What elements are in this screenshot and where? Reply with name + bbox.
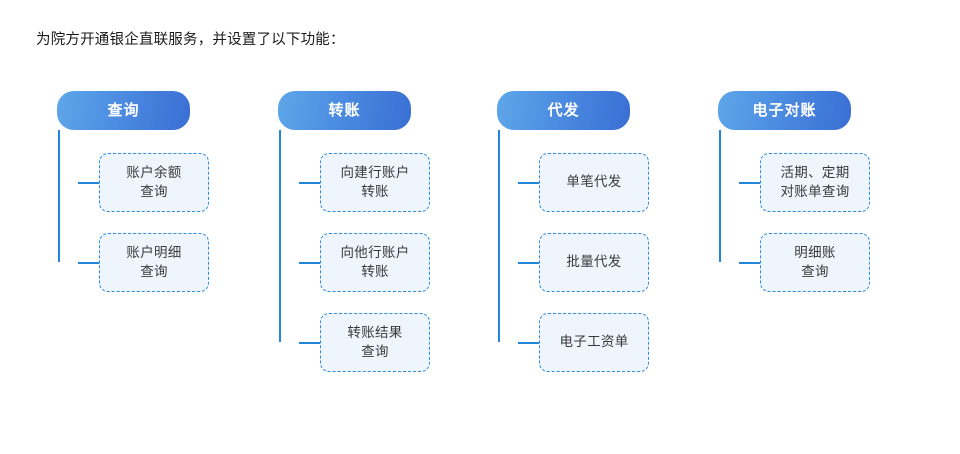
branch-header-payroll[interactable]: 代发 <box>497 91 630 130</box>
branch-header-label: 查询 <box>107 101 140 119</box>
node-box[interactable]: 向建行账户 转账 <box>320 153 430 212</box>
node-connector <box>739 182 760 184</box>
branch-header-label: 电子对账 <box>752 101 817 119</box>
node-box[interactable]: 活期、定期 对账单查询 <box>760 153 870 212</box>
branch-header-label: 代发 <box>547 101 580 119</box>
branch-trunk-transfer <box>279 130 281 342</box>
node-connector <box>518 342 539 344</box>
node-box[interactable]: 转账结果 查询 <box>320 313 430 372</box>
node-box[interactable]: 电子工资单 <box>539 313 649 372</box>
node-label: 批量代发 <box>566 254 622 271</box>
node-label: 账户余额 查询 <box>126 165 182 200</box>
node-label: 电子工资单 <box>559 334 629 351</box>
node-connector <box>299 182 320 184</box>
page-intro-text: 为院方开通银企直联服务，并设置了以下功能： <box>36 32 345 48</box>
node-label: 单笔代发 <box>566 174 622 191</box>
branch-trunk-e-reconciliation <box>719 130 721 262</box>
branch-header-query[interactable]: 查询 <box>57 91 190 130</box>
node-connector <box>78 262 99 264</box>
branch-header-transfer[interactable]: 转账 <box>278 91 411 130</box>
node-connector <box>299 342 320 344</box>
node-box[interactable]: 单笔代发 <box>539 153 649 212</box>
branch-trunk-payroll <box>498 130 500 342</box>
node-connector <box>518 262 539 264</box>
node-label: 明细账 查询 <box>794 245 836 280</box>
node-label: 转账结果 查询 <box>347 325 403 360</box>
node-box[interactable]: 明细账 查询 <box>760 233 870 292</box>
node-box[interactable]: 账户余额 查询 <box>99 153 209 212</box>
node-connector <box>299 262 320 264</box>
branch-trunk-query <box>58 130 60 262</box>
branch-header-e-reconciliation[interactable]: 电子对账 <box>718 91 851 130</box>
node-label: 活期、定期 对账单查询 <box>780 165 850 200</box>
node-box[interactable]: 账户明细 查询 <box>99 233 209 292</box>
node-connector <box>739 262 760 264</box>
node-box[interactable]: 向他行账户 转账 <box>320 233 430 292</box>
branch-header-label: 转账 <box>328 101 361 119</box>
node-label: 账户明细 查询 <box>126 245 182 280</box>
node-box[interactable]: 批量代发 <box>539 233 649 292</box>
node-connector <box>78 182 99 184</box>
node-label: 向建行账户 转账 <box>340 165 410 200</box>
node-connector <box>518 182 539 184</box>
node-label: 向他行账户 转账 <box>340 245 410 280</box>
